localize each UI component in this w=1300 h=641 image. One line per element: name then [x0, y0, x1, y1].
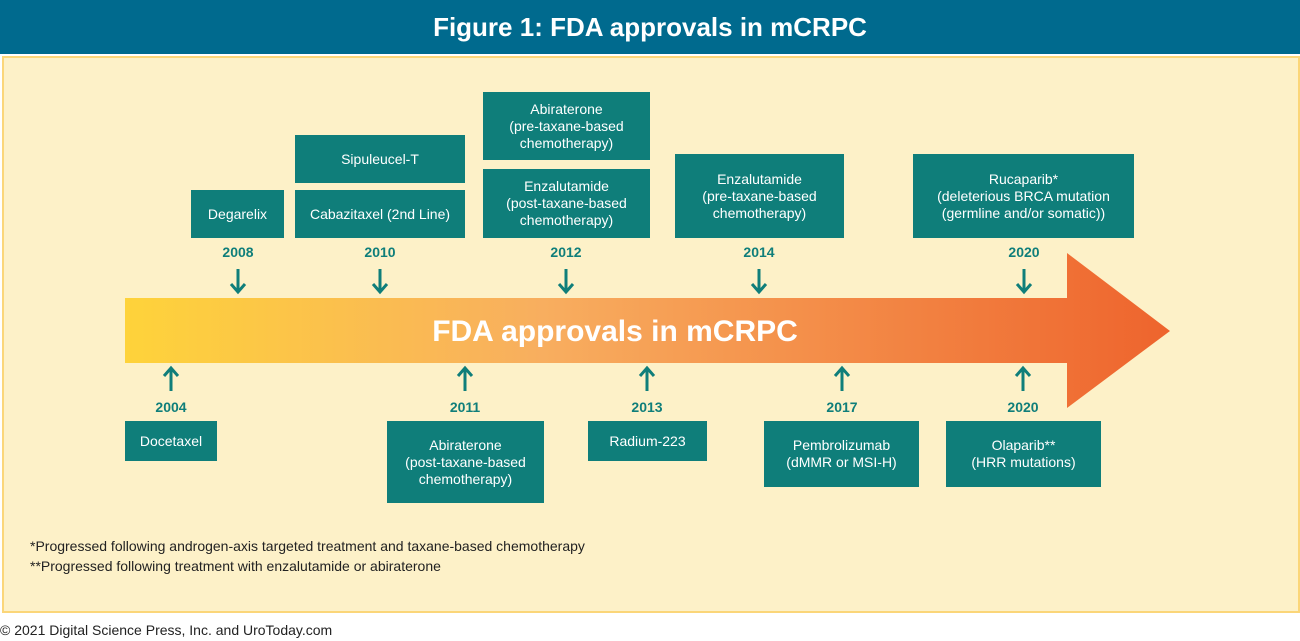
year-label: 2012	[550, 244, 582, 260]
box-line: Sipuleucel-T	[341, 150, 419, 167]
figure-header: Figure 1: FDA approvals in mCRPC	[0, 0, 1300, 54]
box-line: Enzalutamide	[717, 170, 802, 187]
box-line: Abiraterone	[530, 100, 603, 117]
arrow-down-icon	[229, 269, 247, 295]
box-line: Radium-223	[609, 432, 686, 449]
approval-box-radium: Radium-223	[588, 421, 707, 461]
footnote-2: **Progressed following treatment with en…	[30, 558, 441, 574]
year-label: 2008	[222, 244, 254, 260]
box-line: (germline and/or somatic))	[941, 204, 1106, 221]
approval-box-rucaparib: Rucaparib* (deleterious BRCA mutation (g…	[913, 154, 1134, 238]
timeline-arrow-label: FDA approvals in mCRPC	[432, 315, 798, 348]
box-line: chemotherapy)	[519, 212, 614, 228]
year-label: 2020	[1007, 399, 1039, 415]
approval-box-sipuleucel: Sipuleucel-T	[295, 135, 465, 183]
year-label: 2014	[743, 244, 775, 260]
approval-box-docetaxel: Docetaxel	[125, 421, 217, 461]
arrow-up-icon	[162, 365, 180, 391]
box-line: Degarelix	[207, 205, 268, 222]
box-line: (deleterious BRCA mutation	[937, 187, 1110, 204]
arrow-up-icon	[833, 365, 851, 391]
arrow-up-icon	[1014, 365, 1032, 391]
year-label: 2020	[1008, 244, 1040, 260]
box-line: (post-taxane-based	[405, 453, 526, 470]
box-line: (dMMR or MSI-H)	[786, 454, 897, 470]
figure-title: Figure 1: FDA approvals in mCRPC	[433, 11, 867, 42]
year-label: 2004	[155, 399, 187, 415]
box-line: chemotherapy)	[418, 470, 513, 487]
approval-box-olaparib: Olaparib** (HRR mutations)	[946, 421, 1101, 487]
year-label: 2010	[364, 244, 396, 260]
box-line: Olaparib**	[991, 437, 1056, 453]
approval-box-pembrolizumab: Pembrolizumab (dMMR or MSI-H)	[764, 421, 919, 487]
box-line: Pembrolizumab	[792, 437, 891, 453]
box-line: Docetaxel	[139, 432, 203, 449]
arrow-down-icon	[371, 269, 389, 295]
year-label: 2011	[449, 399, 481, 415]
box-line: chemotherapy)	[712, 204, 807, 221]
footnote-1: *Progressed following androgen-axis targ…	[30, 538, 585, 554]
box-line: chemotherapy)	[519, 134, 614, 151]
arrow-up-icon	[638, 365, 656, 391]
approval-box-enzalutamide-post: Enzalutamide (post-taxane-based chemothe…	[483, 169, 650, 238]
box-line: (HRR mutations)	[971, 454, 1076, 470]
box-line: (pre-taxane-based	[702, 187, 817, 204]
approval-box-abiraterone-pre: Abiraterone (pre-taxane-based chemothera…	[483, 92, 650, 160]
arrow-down-icon	[750, 269, 768, 295]
box-line: (pre-taxane-based	[509, 117, 624, 134]
approval-box-cabazitaxel: Cabazitaxel (2nd Line)	[295, 190, 465, 238]
arrow-down-icon	[557, 269, 575, 295]
year-label: 2017	[826, 399, 858, 415]
approval-box-degarelix: Degarelix	[191, 190, 284, 238]
box-line: Cabazitaxel (2nd Line)	[309, 205, 451, 222]
arrow-up-icon	[456, 365, 474, 391]
approval-box-enzalutamide-pre: Enzalutamide (pre-taxane-based chemother…	[675, 154, 844, 238]
timeline-arrow: FDA approvals in mCRPC	[125, 253, 1170, 408]
arrow-down-icon	[1015, 269, 1033, 295]
box-line: Rucaparib*	[988, 170, 1059, 187]
year-label: 2013	[631, 399, 663, 415]
approval-box-abiraterone-post: Abiraterone (post-taxane-based chemother…	[387, 421, 544, 503]
box-line: Abiraterone	[429, 436, 502, 453]
copyright-text: © 2021 Digital Science Press, Inc. and U…	[0, 622, 333, 638]
box-line: (post-taxane-based	[506, 195, 627, 211]
box-line: Enzalutamide	[524, 178, 609, 194]
